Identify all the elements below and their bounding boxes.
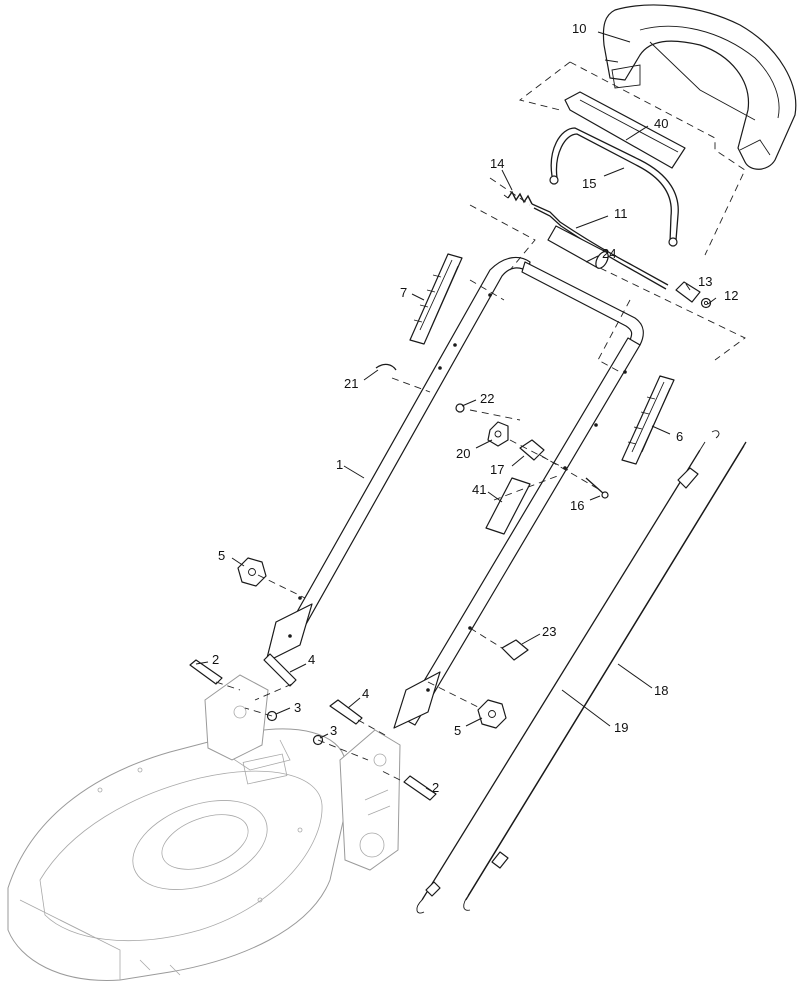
foam-grip (547, 225, 609, 269)
callout-label: 5 (218, 548, 225, 563)
callout-label: 22 (480, 391, 494, 406)
callout-label: 40 (654, 116, 668, 131)
callout-label: 1 (336, 457, 343, 472)
control-cables (416, 430, 747, 914)
callout-label: 2 (432, 780, 439, 795)
callout-label: 23 (542, 624, 556, 639)
handle-frame (265, 256, 644, 729)
cable-clip-6 (621, 375, 675, 465)
callout-label: 7 (400, 285, 407, 300)
mower-deck (7, 674, 401, 981)
cable-clip-7 (409, 253, 463, 345)
zone-bar (564, 91, 686, 169)
leader-lines (195, 31, 717, 795)
callout-label: 17 (490, 462, 504, 477)
callout-label: 3 (330, 723, 337, 738)
callout-label: 14 (490, 156, 504, 171)
callout-label: 3 (294, 700, 301, 715)
callout-label: 20 (456, 446, 470, 461)
upper-handle (602, 4, 797, 170)
callout-label: 5 (454, 723, 461, 738)
hardware-parts (189, 363, 609, 801)
callout-label: 12 (724, 288, 738, 303)
callout-label: 24 (602, 246, 616, 261)
callout-labels: 10 40 15 14 11 24 13 12 7 21 22 6 20 17 … (212, 21, 738, 795)
callout-label: 41 (472, 482, 486, 497)
callout-label: 13 (698, 274, 712, 289)
callout-label: 11 (614, 206, 628, 221)
callout-label: 10 (572, 21, 586, 36)
callout-label: 16 (570, 498, 584, 513)
callout-label: 21 (344, 376, 358, 391)
callout-label: 4 (308, 652, 315, 667)
callout-label: 19 (614, 720, 628, 735)
callout-label: 4 (362, 686, 369, 701)
callout-label: 15 (582, 176, 596, 191)
callout-label: 6 (676, 429, 683, 444)
callout-label: 2 (212, 652, 219, 667)
control-bail (549, 127, 679, 247)
alignment-lines (215, 61, 746, 781)
callout-label: 18 (654, 683, 668, 698)
cable-adjuster (675, 281, 712, 309)
